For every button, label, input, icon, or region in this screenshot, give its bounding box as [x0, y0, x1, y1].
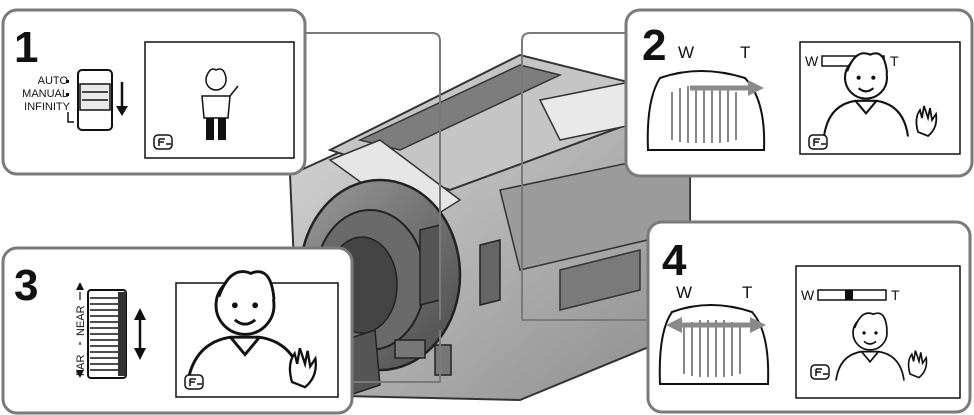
switch-label-manual: MANUAL	[22, 88, 68, 100]
step-number: 3	[14, 261, 38, 310]
step-number: 2	[642, 21, 666, 70]
zoom-bar-tele-label: T	[890, 53, 899, 69]
focus-manual-icon	[154, 135, 172, 149]
zoom-lever	[648, 71, 764, 150]
step-number: 1	[14, 23, 38, 72]
zoom-lever	[660, 305, 768, 384]
switch-detent-mark	[66, 80, 69, 83]
panel-step-2: 2 W T W T	[626, 10, 972, 176]
step-number: 4	[662, 236, 687, 285]
dial-near-label: NEAR	[75, 305, 87, 336]
panel-step-1: 1 AUTO MANUAL INFINITY	[3, 10, 305, 174]
focus-manual-icon	[809, 135, 827, 149]
panel-step-4: 4 W T W T	[648, 222, 970, 412]
switch-detent-mark	[66, 93, 69, 96]
zoom-bar-wide-label: W	[805, 53, 819, 69]
zoom-bar-tele-label: T	[891, 287, 900, 303]
zoom-bar-marker	[845, 290, 853, 300]
panel-step-3: 3 NEAR FAR	[3, 248, 352, 413]
zoom-wide-label: W	[676, 283, 692, 302]
focus-manual-icon	[811, 365, 829, 379]
zoom-tele-label: T	[742, 283, 752, 302]
zoom-bar-wide-label: W	[801, 287, 815, 303]
zoom-tele-label: T	[740, 43, 750, 62]
focus-manual-icon	[185, 375, 203, 389]
zoom-wide-label: W	[678, 43, 694, 62]
switch-label-infinity: INFINITY	[24, 101, 70, 113]
focus-slide-switch	[78, 70, 112, 130]
switch-label-auto: AUTO	[38, 75, 69, 87]
focus-dial	[88, 290, 126, 378]
